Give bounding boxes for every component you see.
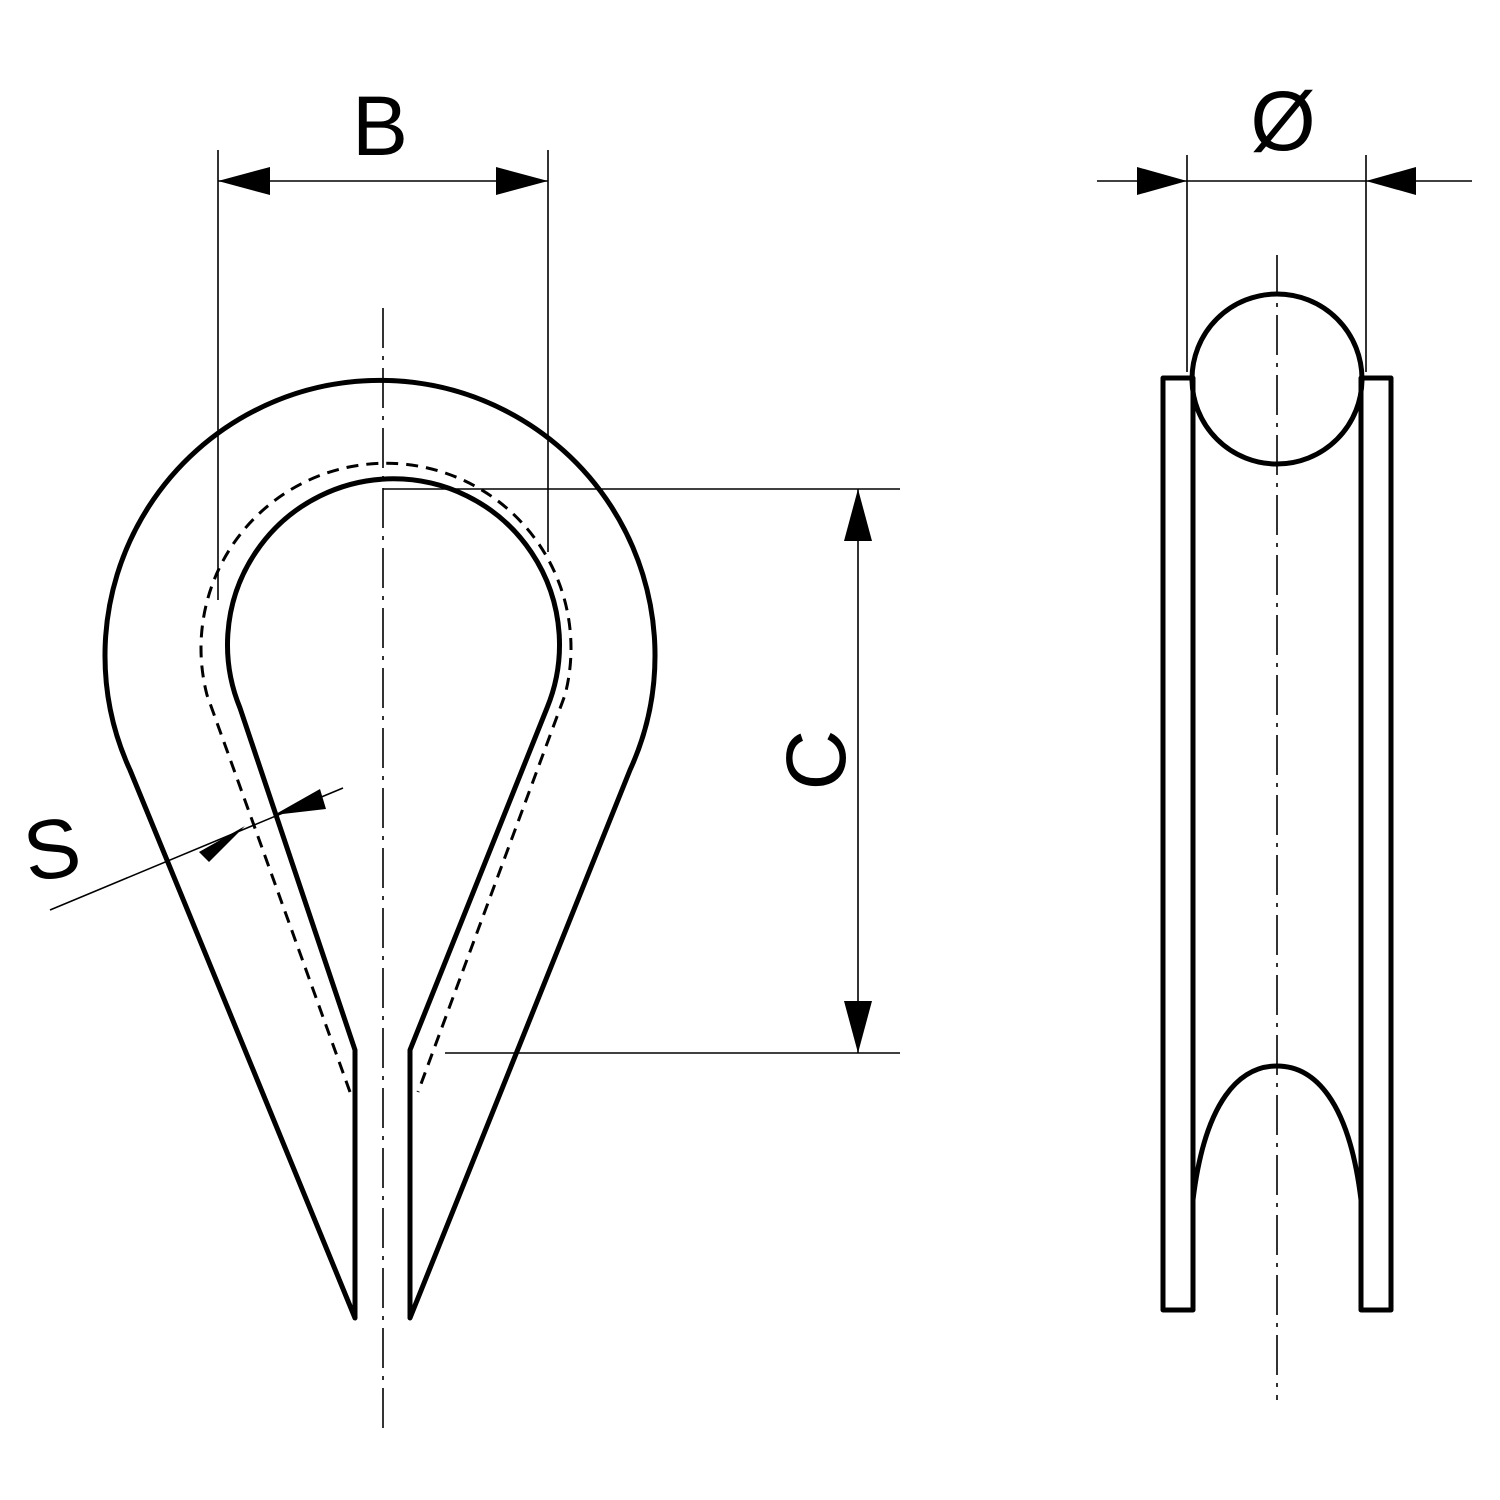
- dim-b-arrow-right: [496, 167, 548, 195]
- dim-c-arrow-bottom: [844, 1001, 872, 1053]
- dim-s-label: S: [18, 799, 87, 900]
- dim-dia-label: Ø: [1250, 74, 1315, 168]
- dim-b-arrow-left: [218, 167, 270, 195]
- dimension-diameter: Ø: [1097, 74, 1472, 372]
- rope-groove-hidden-line: [199, 461, 573, 1093]
- thimble-side-view: [1160, 255, 1394, 1400]
- dim-b-label: B: [352, 79, 408, 173]
- dim-c-arrow-top: [844, 489, 872, 541]
- side-left-flange: [1160, 375, 1196, 1313]
- dim-c-label: C: [769, 730, 863, 791]
- dim-s-arrow-outer: [199, 826, 245, 862]
- thimble-outer-outline: [102, 377, 658, 1321]
- dim-dia-arrow-right: [1366, 167, 1416, 195]
- dim-dia-arrow-left: [1137, 167, 1187, 195]
- dimension-s: S: [18, 787, 344, 911]
- thimble-front-view: [102, 308, 658, 1430]
- dimension-c: C: [383, 488, 900, 1054]
- dim-s-arrow-inner: [274, 789, 326, 815]
- side-right-flange: [1358, 375, 1394, 1313]
- dimension-b: B: [217, 79, 549, 600]
